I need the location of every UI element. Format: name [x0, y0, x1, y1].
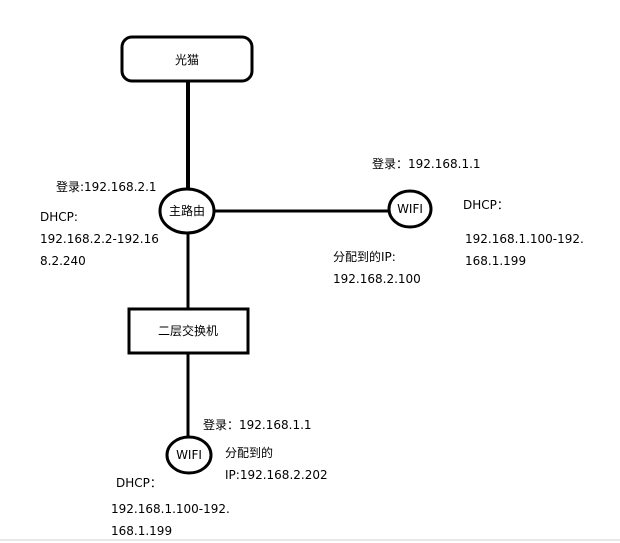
main-router-node: 主路由 [158, 187, 216, 235]
wifi-right-login: 登录：192.168.1.1 [372, 157, 481, 171]
optical-modem-label: 光猫 [175, 53, 199, 67]
switch-label: 二层交换机 [158, 323, 218, 338]
main-router-dhcp: DHCP: 192.168.2.2-192.16 8.2.240 [40, 206, 159, 272]
wifi-right-dhcp-range-2: 168.1.199 [465, 254, 527, 268]
wifi-bottom-dhcp-range-1: 192.168.1.100-192. [111, 502, 230, 516]
main-router-label: 主路由 [169, 203, 205, 218]
wifi-right-dhcp: DHCP： [463, 194, 509, 216]
wifi-right-dhcp-range-1: 192.168.1.100-192. [465, 232, 584, 246]
switch-node: 二层交换机 [127, 307, 250, 355]
main-router-dhcp-label: DHCP: [40, 210, 78, 224]
wifi-bottom-login: 登录：192.168.1.1 [203, 418, 312, 432]
main-router-dhcp-range-1: 192.168.2.2-192.16 [40, 232, 159, 246]
wifi-right-dhcp-range: 192.168.1.100-192. 168.1.199 [465, 228, 584, 272]
wifi-right-label: WIFI [397, 202, 423, 216]
main-router-login: 登录:192.168.2.1 [56, 180, 157, 194]
wifi-right-assigned-label: 分配到的IP: [333, 250, 396, 264]
optical-modem-node: 光猫 [120, 35, 254, 83]
wifi-bottom-dhcp: 192.168.1.100-192. 168.1.199 [111, 498, 230, 542]
main-router-dhcp-range-2: 8.2.240 [40, 254, 86, 268]
wifi-bottom-node: WIFI [165, 435, 213, 475]
wifi-bottom-dhcp-label: DHCP： [116, 476, 162, 490]
wifi-bottom-assigned-ip: IP:192.168.2.202 [225, 468, 328, 482]
wifi-bottom-label: WIFI [176, 448, 202, 462]
wifi-bottom-dhcp-range-2: 168.1.199 [111, 524, 173, 538]
wifi-right-node: WIFI [387, 189, 433, 229]
wifi-right-assigned: 分配到的IP: 192.168.2.100 [333, 246, 421, 290]
wifi-right-dhcp-label: DHCP： [463, 198, 509, 212]
wifi-right-assigned-ip: 192.168.2.100 [333, 272, 421, 286]
wifi-bottom-assigned-label: 分配到的 [225, 446, 274, 460]
wifi-bottom-assigned: 分配到的 IP:192.168.2.202 [225, 442, 328, 486]
